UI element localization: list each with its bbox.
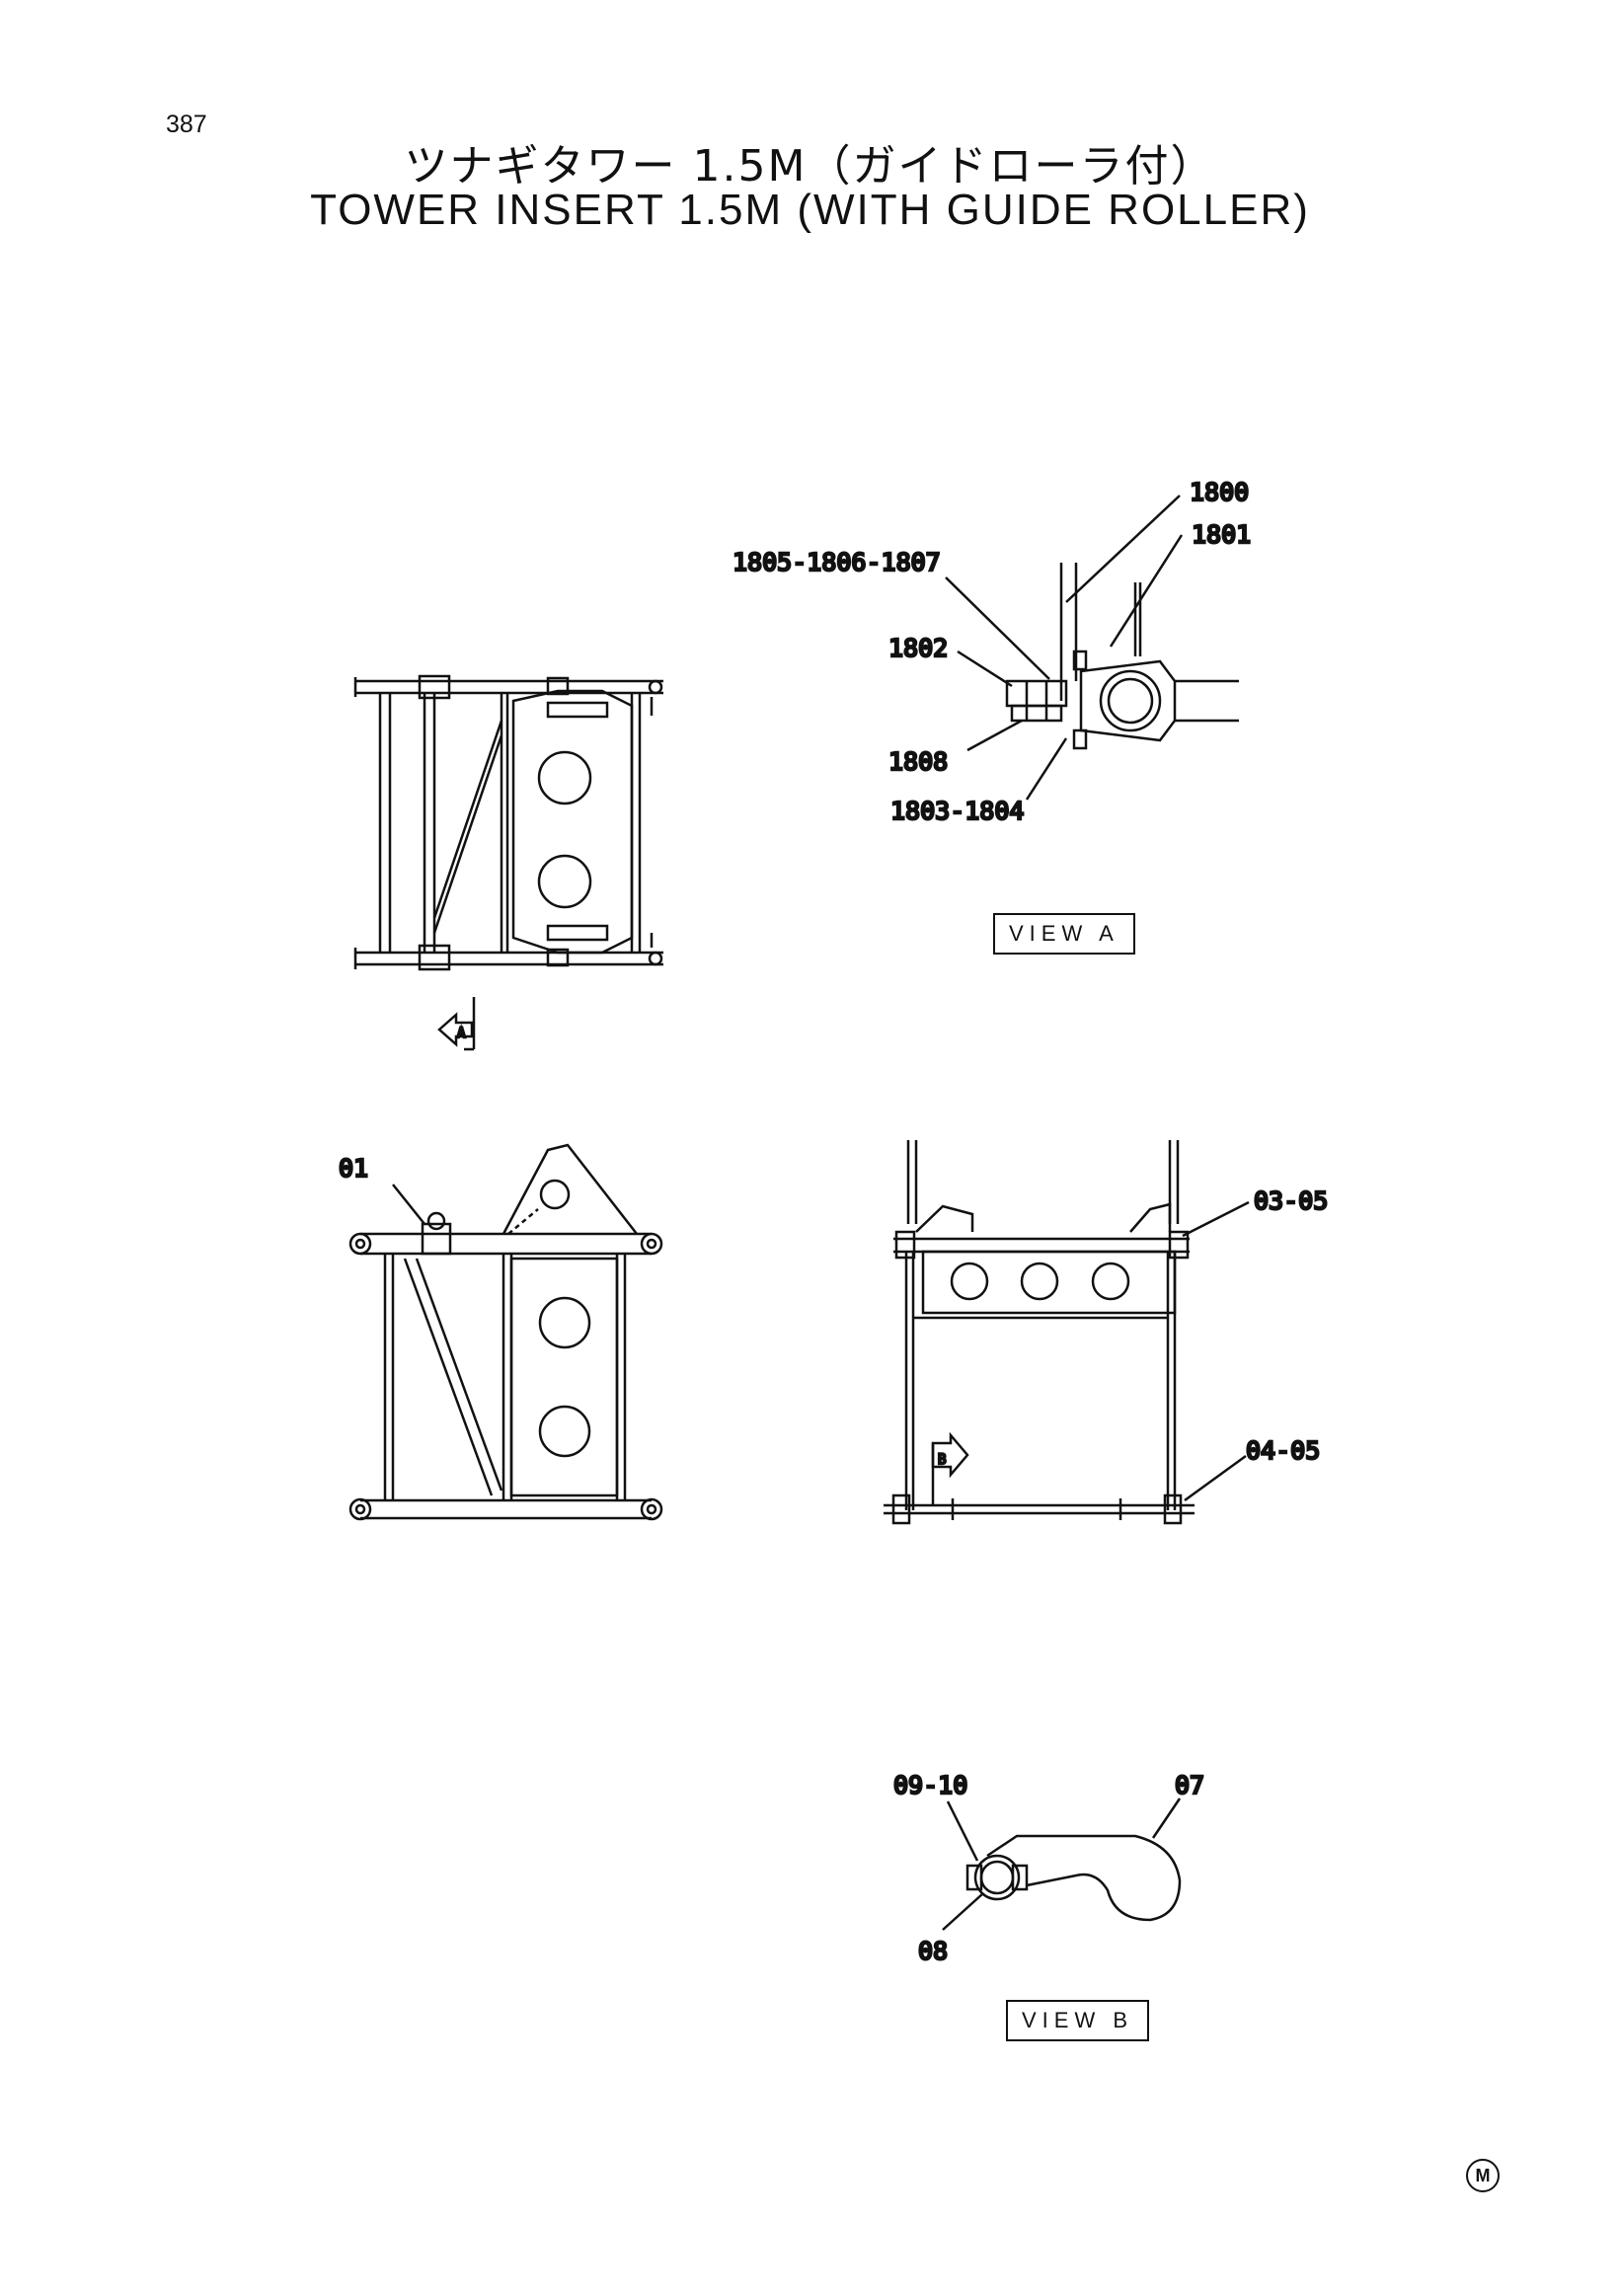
callout-08: 08: [918, 1937, 948, 1965]
title-english: TOWER INSERT 1.5M (WITH GUIDE ROLLER): [310, 186, 1310, 234]
maker-mark: M: [1466, 2159, 1500, 2192]
view-a-label: VIEW A: [993, 913, 1135, 955]
callout-04-05: 04-05: [1246, 1436, 1320, 1465]
callout-1801: 1801: [1192, 520, 1251, 549]
arrow-b-label: B: [938, 1452, 946, 1468]
side-view-drawing: [884, 1140, 1250, 1525]
callout-1800: 1800: [1190, 478, 1249, 506]
arrow-a-label: A: [457, 1026, 466, 1041]
callout-1808: 1808: [888, 747, 948, 776]
page-number: 387: [166, 111, 207, 138]
callout-09-10: 09-10: [893, 1771, 967, 1799]
view-a-drawing: [945, 495, 1239, 801]
top-view-drawing: [353, 674, 663, 1051]
callout-07: 07: [1175, 1771, 1204, 1799]
callout-1803-1804: 1803-1804: [890, 797, 1024, 825]
callout-1802: 1802: [888, 634, 948, 662]
callout-01: 01: [339, 1154, 368, 1183]
view-b-drawing: [942, 1798, 1182, 1931]
callout-1805-1806-1807: 1805-1806-1807: [733, 548, 941, 576]
front-view-drawing: [348, 1143, 663, 1521]
callout-03-05: 03-05: [1254, 1186, 1328, 1215]
view-b-label: VIEW B: [1006, 2000, 1150, 2041]
title-japanese: ツナギタワー 1.5M（ガイドローラ付）: [404, 141, 1216, 191]
